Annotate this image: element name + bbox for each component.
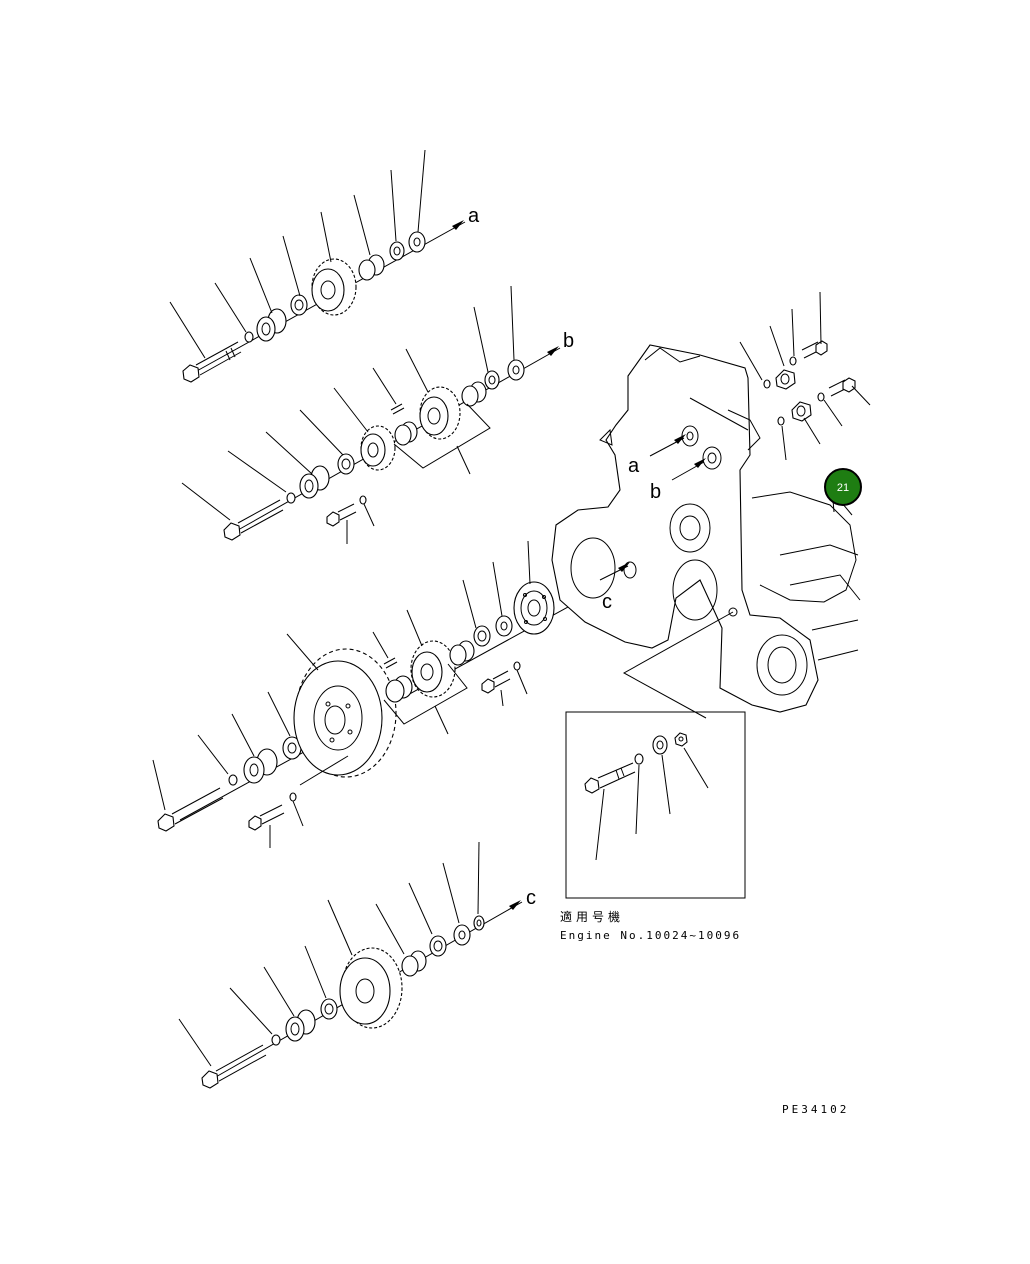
detail-inset [565, 611, 746, 899]
bushing [385, 675, 413, 703]
arrow-label-b: b [563, 330, 574, 352]
bushing [394, 421, 418, 446]
dowel-pin [763, 379, 771, 389]
bolt [481, 670, 511, 694]
ring [290, 294, 308, 316]
applicability-engine: Engine No.10024~10096 [560, 929, 741, 942]
arrow-head [509, 900, 521, 910]
bearing-plate [513, 581, 555, 635]
bolt [157, 787, 224, 832]
arrow-label-c: c [526, 887, 536, 909]
bushing [401, 950, 427, 977]
gear-assembly-row-main [152, 539, 691, 848]
housing-label-b: b [650, 481, 661, 503]
applicability-title: 適用号機 [560, 909, 624, 924]
arrow-head [452, 220, 464, 230]
flange-plate [775, 369, 796, 390]
idler-gear [339, 947, 403, 1029]
ring [282, 736, 302, 760]
washer [228, 774, 238, 786]
washer [817, 392, 825, 402]
bushing [285, 1009, 316, 1042]
washer [634, 753, 644, 765]
dowel-pin [777, 416, 785, 426]
housing-arrows [599, 434, 706, 581]
washer [289, 792, 297, 802]
bushing [358, 254, 385, 281]
large-idler-gear [293, 648, 397, 778]
ring [389, 241, 405, 261]
idler-gear [419, 386, 461, 440]
small-gear [360, 425, 396, 471]
ring [337, 453, 355, 475]
bushing [243, 748, 278, 784]
housing-label-c: c [602, 591, 612, 613]
bolt [223, 499, 284, 541]
housing-hardware [739, 291, 871, 461]
washer [513, 661, 521, 671]
ring [473, 625, 491, 647]
ring [484, 370, 500, 390]
spacer [652, 735, 668, 755]
dowel-pin [390, 403, 405, 415]
gear-assembly-row-c [178, 841, 523, 1089]
ring [473, 915, 485, 931]
callout-badge[interactable] [824, 468, 862, 506]
washer [408, 231, 426, 253]
arrow-head [547, 346, 559, 356]
gear-assembly-row-b [181, 285, 561, 544]
bolt [326, 503, 357, 527]
idler-gear [410, 640, 456, 698]
callout-21[interactable]: 21 [824, 468, 862, 516]
bolt [828, 377, 856, 397]
dowel-pin [383, 657, 398, 669]
idler-gear [311, 258, 357, 316]
gear-housing [551, 344, 861, 713]
bushing [461, 381, 487, 407]
washer [359, 495, 367, 505]
housing-label-a: a [628, 455, 640, 477]
bolt [182, 341, 242, 383]
detail-box [565, 711, 746, 899]
callout-number: 21 [837, 482, 849, 494]
washer [271, 1034, 281, 1046]
bolt [248, 804, 285, 831]
washer [244, 331, 254, 343]
washer [286, 492, 296, 504]
figure-code: PE34102 [782, 1103, 849, 1116]
arrow-label-a: a [468, 205, 480, 227]
gear-assembly-row-a [169, 149, 466, 383]
washer [495, 615, 513, 637]
bolt [584, 762, 636, 794]
bushing [299, 465, 330, 499]
washer [789, 356, 797, 366]
washer [507, 359, 525, 381]
flange-plate [791, 401, 812, 422]
bolt [801, 340, 828, 359]
ring [429, 935, 447, 957]
bushing [256, 308, 287, 342]
nut [674, 732, 688, 747]
washer [453, 924, 471, 946]
bolt [201, 1044, 267, 1089]
bushing [449, 640, 475, 666]
ring [320, 998, 338, 1020]
